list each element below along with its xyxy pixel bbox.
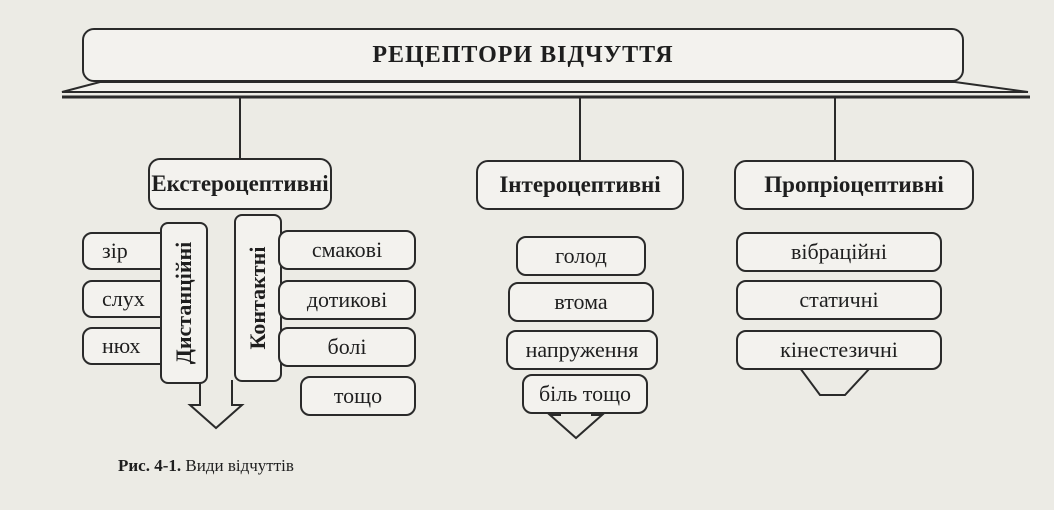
title-banner-shape <box>61 81 1029 93</box>
caption-text: Види відчуттів <box>185 456 294 475</box>
category-proprioceptive: Пропріоцептивні <box>734 160 974 210</box>
item-touch: дотикові <box>278 280 416 320</box>
figure-caption: Рис. 4-1. Види відчуттів <box>118 456 294 476</box>
caption-label: Рис. 4-1. <box>118 456 182 475</box>
category-exteroceptive: Екстероцептивні <box>148 158 332 210</box>
category-interoceptive: Інтероцептивні <box>476 160 684 210</box>
item-hunger: голод <box>516 236 646 276</box>
group-contact: Контактні <box>234 214 282 382</box>
diagram-title: РЕЦЕПТОРИ ВІДЧУТТЯ <box>82 28 964 82</box>
item-vibration: вібраційні <box>736 232 942 272</box>
arrow-proprio <box>799 367 871 396</box>
item-pain: болі <box>278 327 416 367</box>
item-etc: тощо <box>300 376 416 416</box>
item-tension: напруження <box>506 330 658 370</box>
item-kinesthetic: кінестезичні <box>736 330 942 370</box>
item-taste: смакові <box>278 230 416 270</box>
item-fatigue: втома <box>508 282 654 322</box>
arrow-intero <box>547 395 605 440</box>
item-pain-etc: біль тощо <box>522 374 648 414</box>
item-static: статичні <box>736 280 942 320</box>
arrow-extero <box>187 380 245 430</box>
group-distance: Дистанційні <box>160 222 208 384</box>
